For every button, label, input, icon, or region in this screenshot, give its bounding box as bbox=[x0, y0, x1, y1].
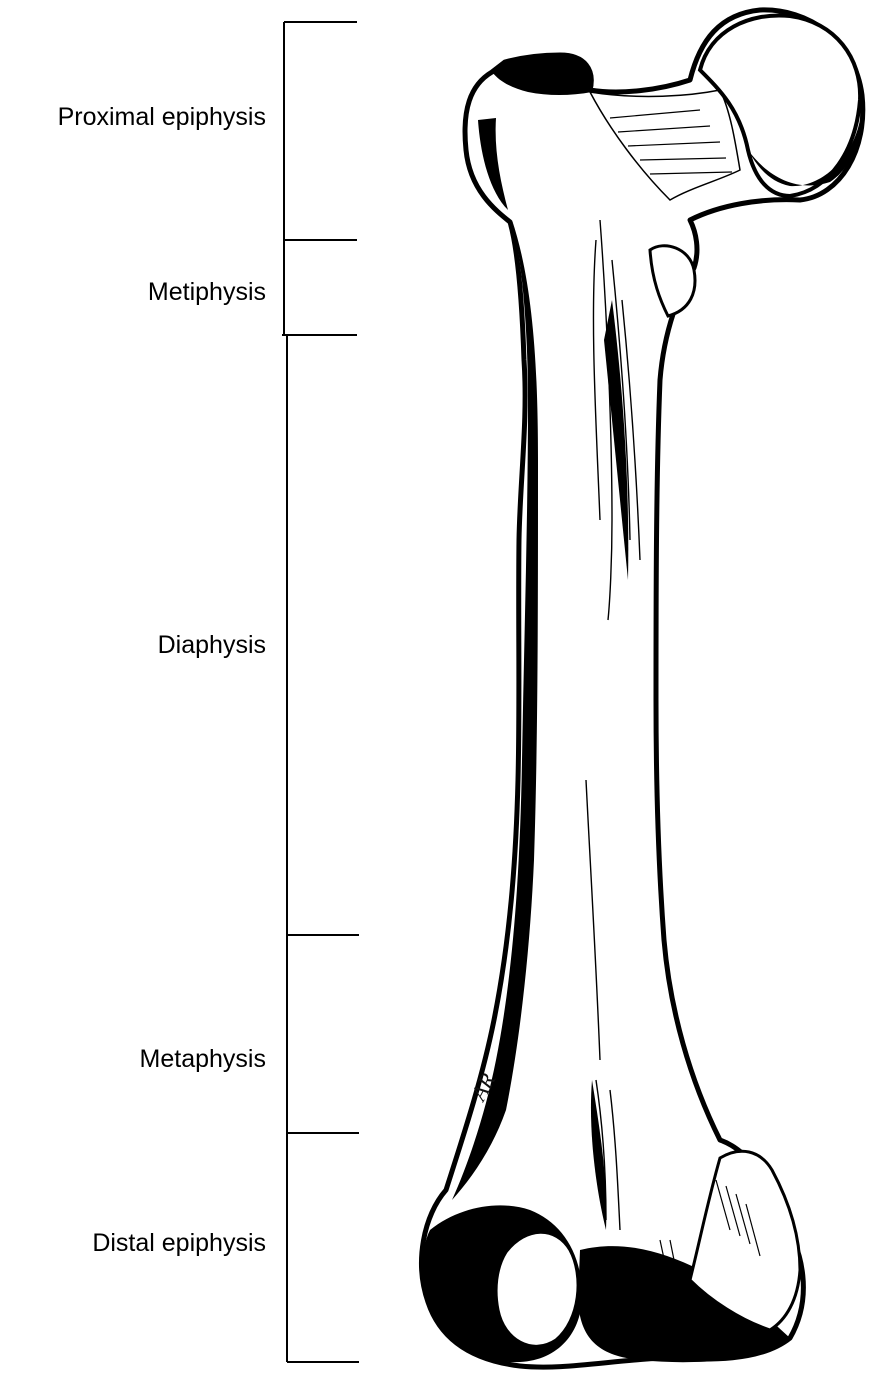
label-metaphysis: Metaphysis bbox=[140, 1044, 266, 1074]
femur-outline bbox=[422, 10, 863, 1367]
medial-condyle-face bbox=[496, 1232, 578, 1346]
label-diaphysis: Diaphysis bbox=[158, 630, 266, 660]
label-proximal-epiphysis: Proximal epiphysis bbox=[58, 102, 266, 132]
label-metiphysis: Metiphysis bbox=[148, 277, 266, 307]
label-distal-epiphysis: Distal epiphysis bbox=[92, 1228, 266, 1258]
region-bracket bbox=[282, 22, 359, 1362]
femur-illustration bbox=[422, 10, 863, 1367]
